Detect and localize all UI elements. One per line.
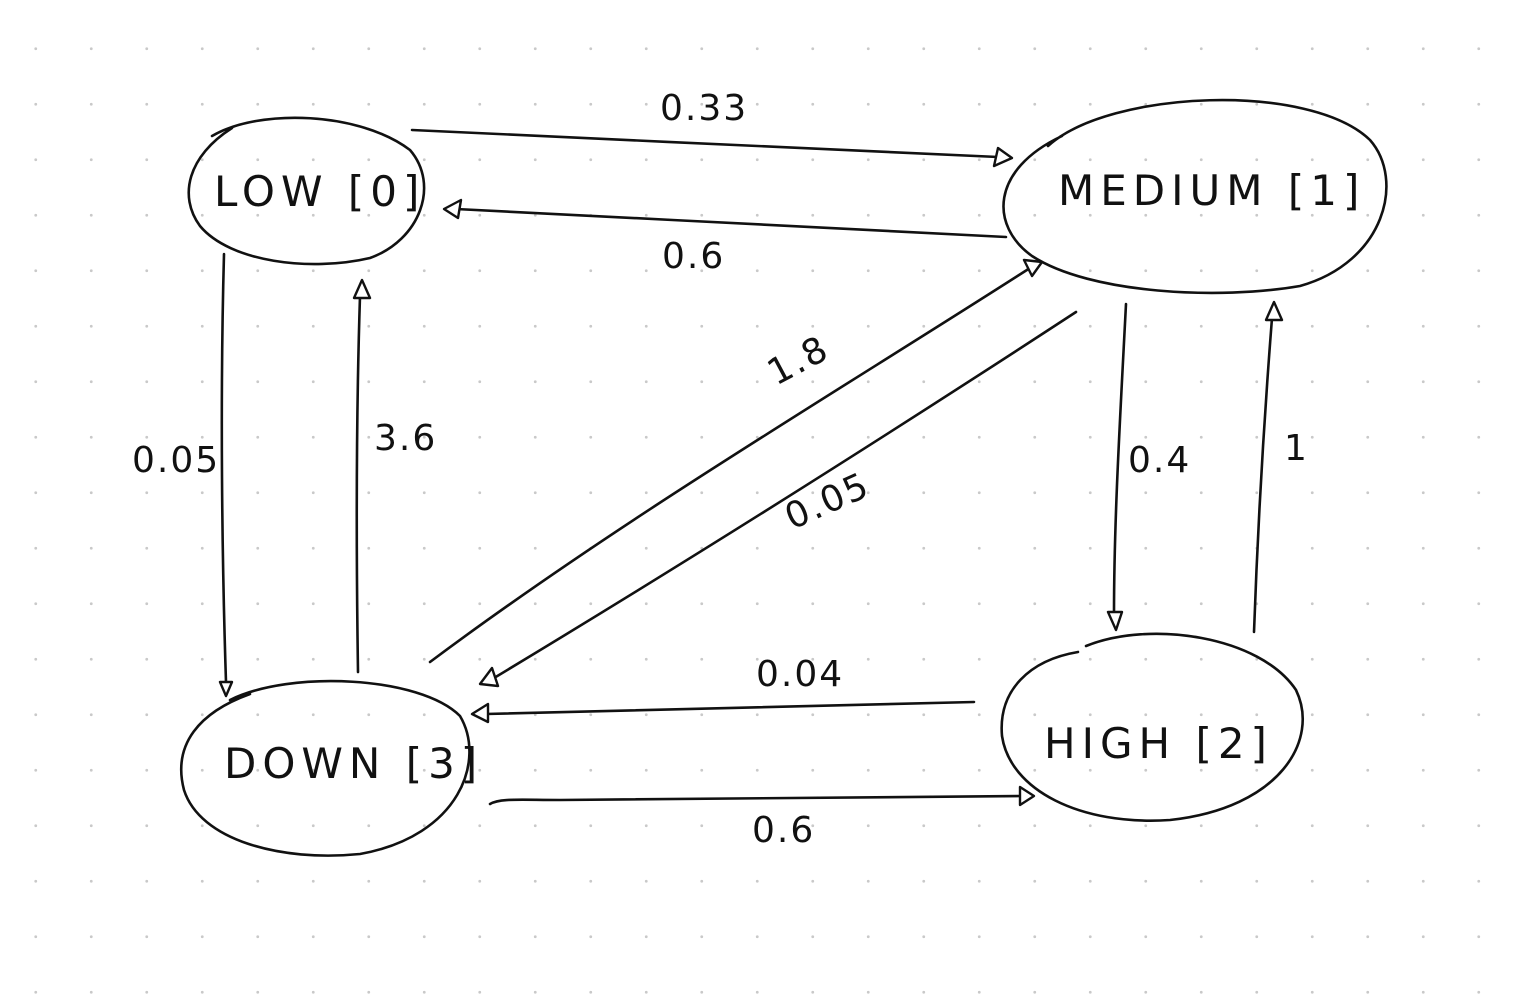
edge-low-to-medium: [410, 128, 1014, 168]
edge-high-to-down: [470, 700, 976, 724]
state-node-down: DOWN [3]: [179, 679, 483, 857]
edge-label-high-to-down: 0.04: [756, 654, 844, 695]
state-label-medium: MEDIUM [1]: [1058, 166, 1365, 215]
edge-label-down-to-low: 3.6: [374, 418, 437, 459]
edge-label-medium-to-high: 0.4: [1128, 440, 1191, 481]
edge-label-down-to-high: 0.6: [752, 810, 815, 851]
state-node-low: LOW [0]: [187, 116, 426, 266]
edge-down-to-medium: [428, 258, 1044, 664]
state-label-down: DOWN [3]: [224, 739, 483, 788]
edge-label-down-to-medium: 1.8: [761, 328, 836, 394]
edge-low-to-down: [218, 252, 234, 698]
edge-medium-to-low: [442, 198, 1008, 239]
edge-label-medium-to-low: 0.6: [662, 236, 725, 277]
edge-label-high-to-medium: 1: [1284, 428, 1309, 469]
state-node-high: HIGH [2]: [1000, 632, 1305, 822]
edge-medium-to-high: [1106, 302, 1128, 632]
edge-down-to-high: [488, 785, 1036, 807]
edge-label-medium-to-down: 0.05: [779, 465, 876, 538]
state-label-high: HIGH [2]: [1044, 719, 1273, 768]
edge-label-low-to-medium: 0.33: [660, 88, 748, 129]
edge-down-to-low: [352, 278, 372, 674]
edge-medium-to-down: [478, 310, 1078, 688]
state-label-low: LOW [0]: [214, 167, 425, 216]
state-node-medium: MEDIUM [1]: [1002, 98, 1388, 295]
edge-label-low-to-down: 0.05: [132, 440, 220, 481]
edge-high-to-medium: [1252, 300, 1284, 634]
